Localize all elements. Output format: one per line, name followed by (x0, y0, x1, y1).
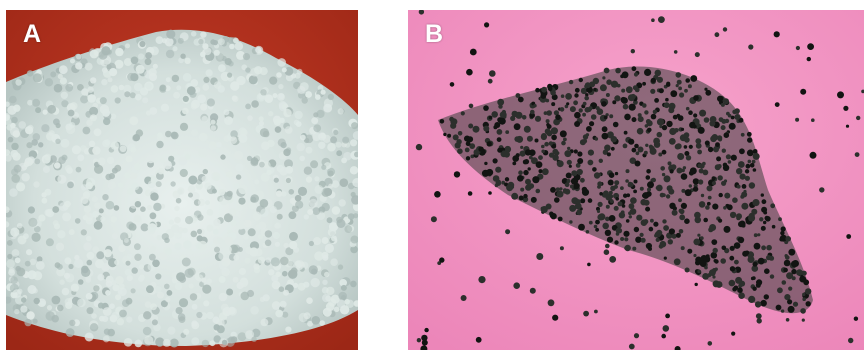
white-granules-photo (6, 10, 358, 350)
panel-label-b: B (425, 20, 444, 48)
photo-panel-a: A (6, 10, 358, 350)
granule-pile (438, 66, 813, 314)
black-granules-photo (408, 10, 864, 350)
granule-texture (6, 29, 358, 348)
photo-panel-b: B (408, 10, 864, 350)
granule-texture (415, 10, 864, 350)
panel-label-a: A (23, 20, 42, 48)
